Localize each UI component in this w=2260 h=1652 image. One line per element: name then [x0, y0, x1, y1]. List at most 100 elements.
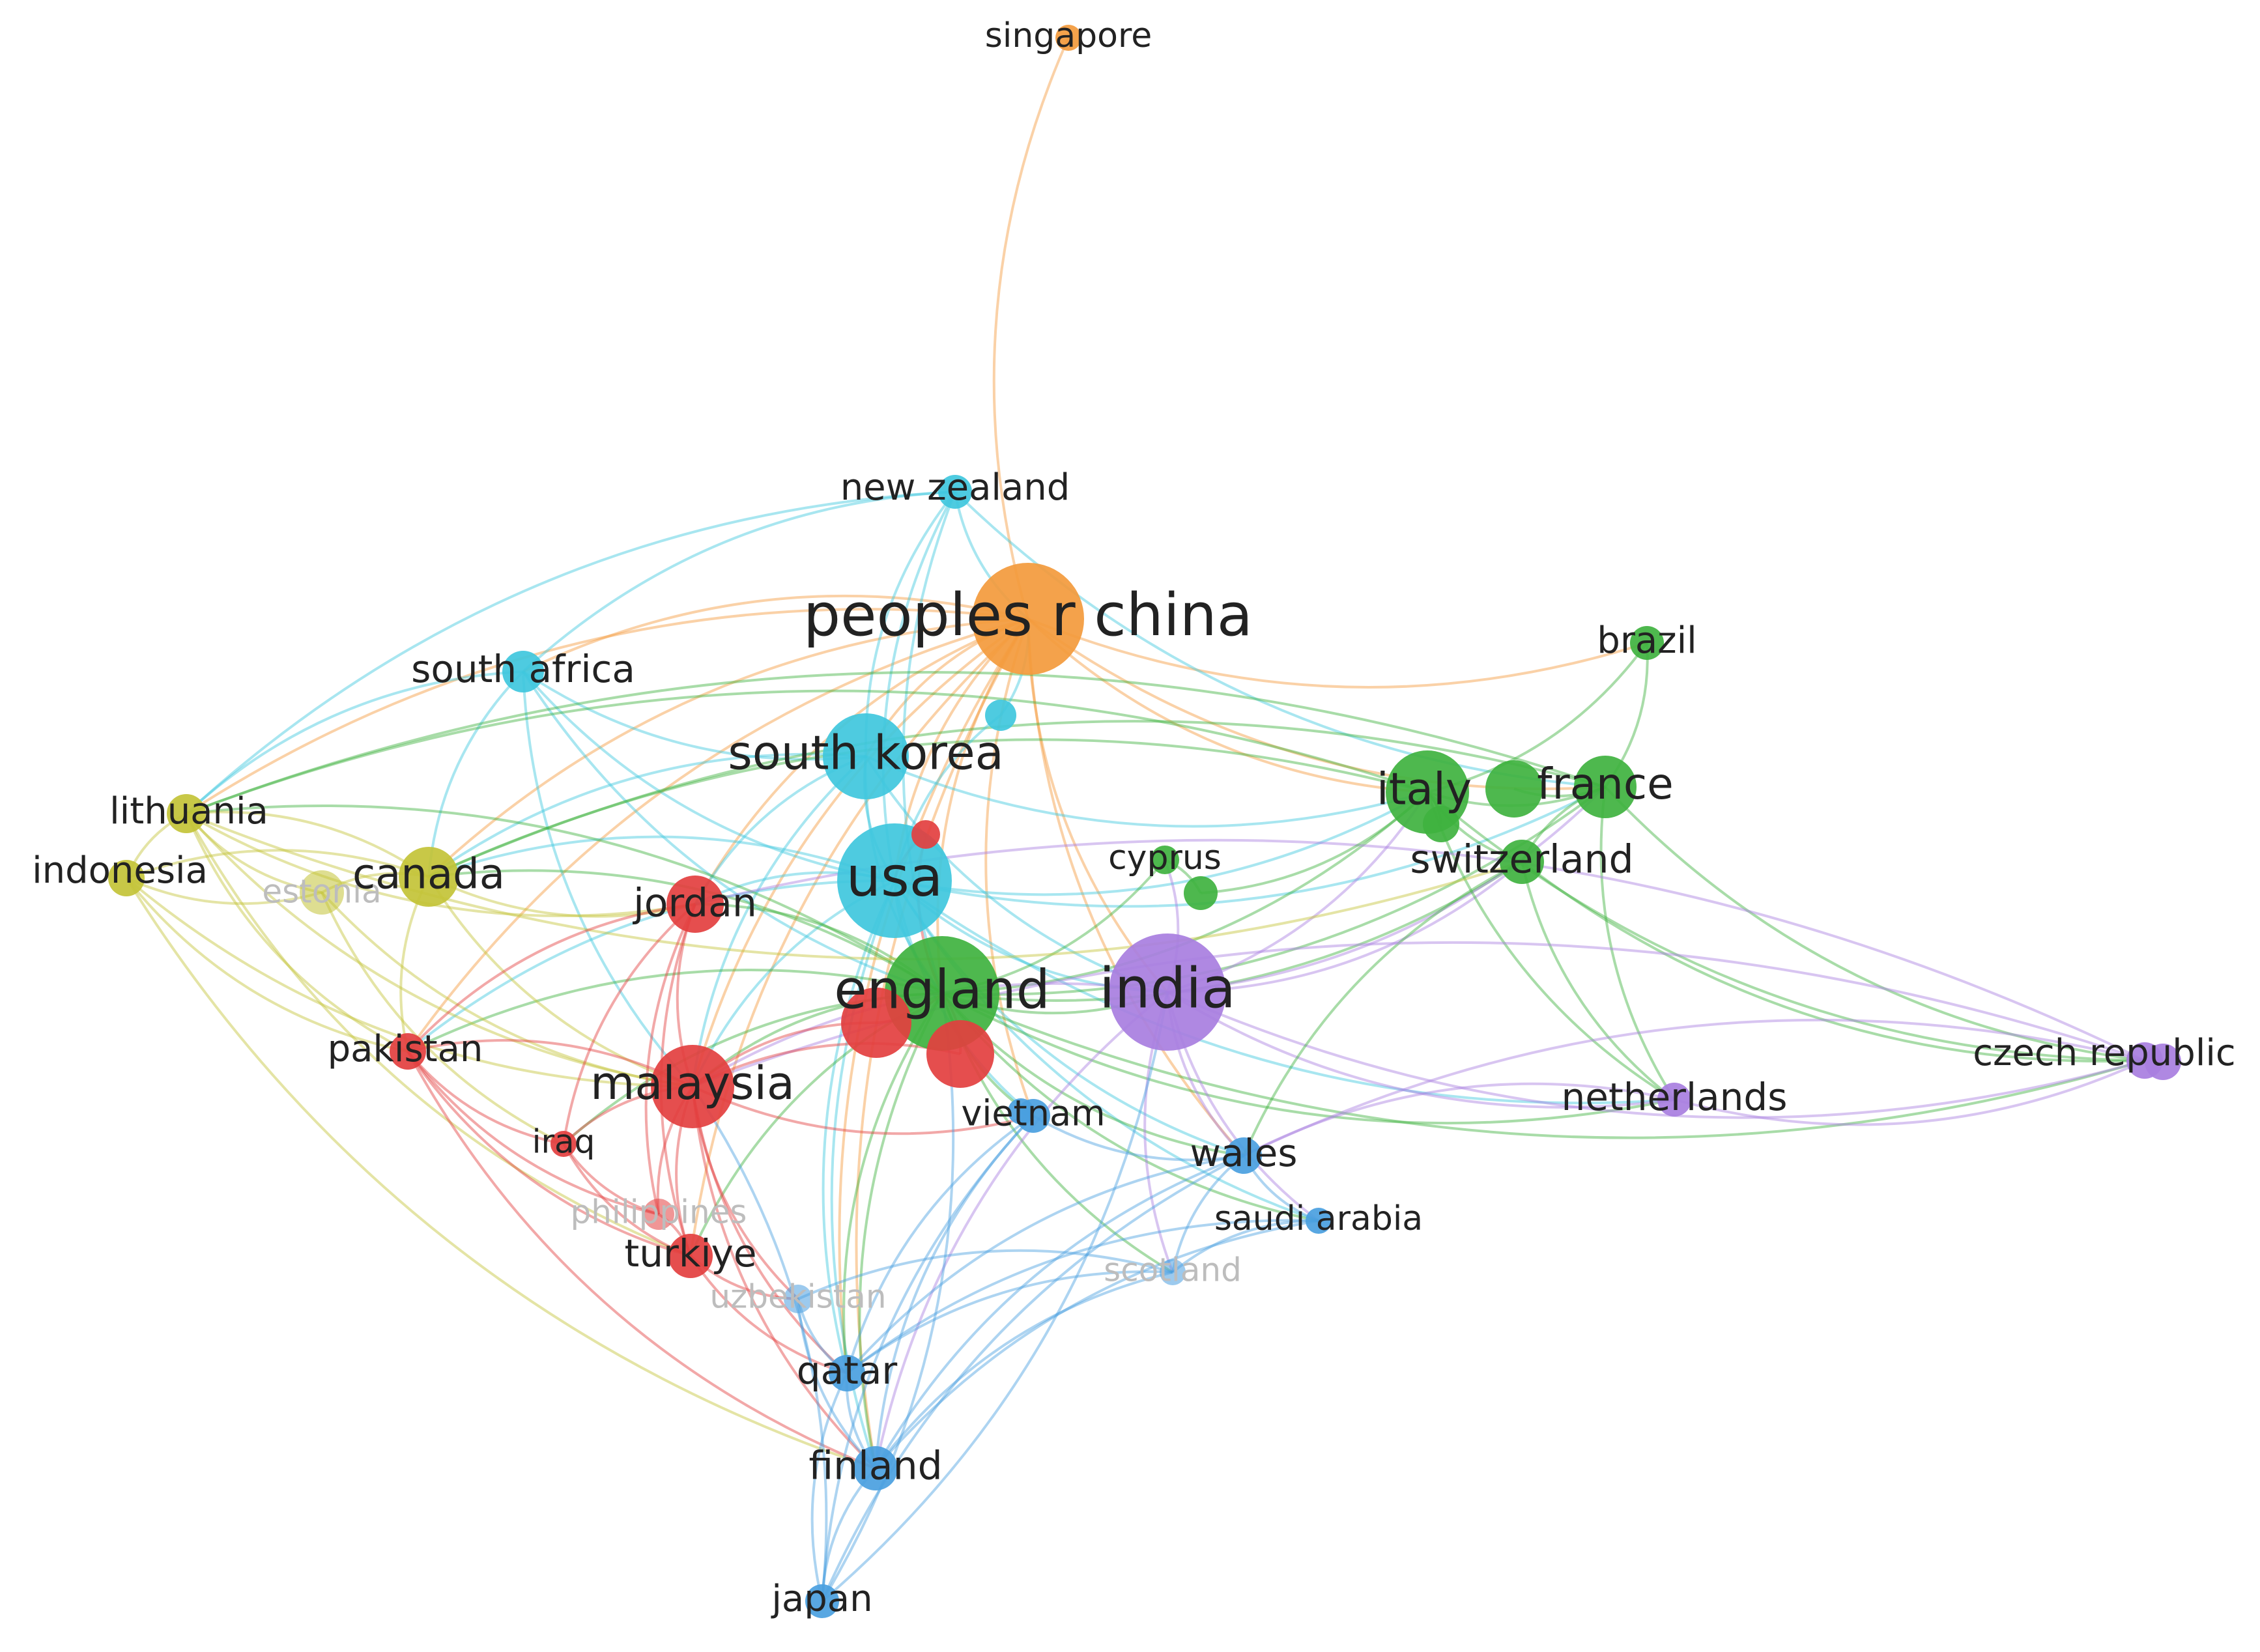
link-france-netherlands: [1599, 786, 1676, 1101]
link-usa-qatar: [822, 880, 896, 1374]
node-saudi-arabia[interactable]: [1306, 1208, 1332, 1234]
link-england-pakistan: [407, 969, 943, 1053]
node-cyprus[interactable]: [1151, 846, 1179, 874]
node-singapore[interactable]: [1055, 25, 1081, 51]
node-india[interactable]: [1109, 933, 1226, 1051]
node-lithuania[interactable]: [167, 794, 206, 833]
link-new-zealand-usa: [881, 491, 956, 881]
node-switzerland[interactable]: [1500, 840, 1544, 884]
label-qatar: qatar: [797, 1348, 898, 1393]
node-jordan[interactable]: [666, 876, 724, 933]
link-indonesia-malaysia: [125, 877, 693, 1088]
link-south-africa-canada: [427, 670, 524, 877]
node-philippines[interactable]: [643, 1199, 674, 1230]
node-usa[interactable]: [837, 823, 952, 938]
node-u-green-b[interactable]: [1423, 806, 1459, 842]
link-pakistan-finland: [407, 1051, 876, 1470]
node-brazil[interactable]: [1630, 626, 1664, 660]
node-finland[interactable]: [853, 1446, 898, 1490]
link-layer: [125, 37, 2164, 1602]
link-scotland-finland: [874, 1271, 1173, 1470]
link-malaysia-qatar: [691, 1086, 848, 1374]
link-wales-japan: [821, 1154, 1244, 1602]
link-iraq-turkiye: [562, 1143, 691, 1257]
link-malaysia-finland: [691, 1086, 877, 1470]
label-south-korea: south korea: [728, 726, 1004, 780]
link-lithuania-turkiye: [185, 813, 691, 1257]
link-peoples-r-china-wales: [1027, 618, 1245, 1157]
link-peoples-r-china-canada: [427, 618, 1029, 878]
node-turkiye[interactable]: [668, 1234, 713, 1278]
node-u-purple[interactable]: [2145, 1044, 2181, 1080]
link-jordan-iraq: [562, 903, 696, 1145]
link-india-france: [1167, 786, 1607, 993]
link-usa-canada: [428, 835, 895, 882]
link-usa-france: [894, 786, 1606, 908]
node-wales[interactable]: [1225, 1137, 1262, 1174]
link-england-czech-republic: [941, 992, 2145, 1139]
node-qatar[interactable]: [829, 1355, 865, 1391]
node-u-red-b[interactable]: [841, 988, 911, 1058]
node-estonia[interactable]: [300, 870, 344, 915]
label-uzbekistan: uzbekistan: [709, 1278, 886, 1316]
node-peoples-r-china[interactable]: [972, 563, 1084, 675]
label-peoples-r-china: peoples r china: [803, 581, 1253, 649]
link-netherlands-czech-republic: [1674, 1059, 2145, 1126]
node-malaysia[interactable]: [651, 1045, 734, 1128]
label-india: india: [1099, 956, 1236, 1021]
link-indonesia-finland: [125, 877, 876, 1470]
link-singapore-peoples-r-china: [992, 37, 1070, 620]
node-netherlands[interactable]: [1657, 1083, 1691, 1117]
link-uzbekistan-finland: [797, 1298, 877, 1470]
label-canada: canada: [352, 851, 505, 899]
link-canada-jordan: [428, 876, 696, 918]
link-pakistan-turkiye: [407, 1050, 691, 1257]
node-france[interactable]: [1574, 756, 1637, 818]
node-u-green-a[interactable]: [1184, 876, 1218, 910]
node-u-green-c[interactable]: [1485, 760, 1543, 818]
label-new-zealand: new zealand: [840, 466, 1070, 509]
label-wales: wales: [1190, 1131, 1298, 1175]
label-malaysia: malaysia: [590, 1057, 795, 1110]
link-switzerland-wales: [1242, 861, 1523, 1156]
node-pakistan[interactable]: [390, 1033, 426, 1070]
link-saudi-arabia-scotland: [1171, 1219, 1319, 1274]
label-scotland: scotland: [1104, 1251, 1242, 1289]
node-u-red-c[interactable]: [926, 1020, 994, 1088]
node-canada[interactable]: [399, 847, 459, 907]
label-czech-republic: czech republic: [1973, 1032, 2235, 1074]
label-estonia: estonia: [262, 873, 381, 911]
label-cyprus: cyprus: [1108, 838, 1222, 877]
node-uzbekistan[interactable]: [784, 1285, 812, 1313]
link-pakistan-iraq: [407, 1050, 564, 1145]
node-scotland[interactable]: [1160, 1259, 1186, 1285]
link-lithuania-switzerland: [186, 812, 1523, 961]
link-england-finland: [858, 993, 943, 1469]
node-u-blue[interactable]: [1008, 1098, 1034, 1124]
link-india-czech-republic: [1167, 991, 2145, 1119]
node-japan[interactable]: [805, 1584, 839, 1618]
link-scotland-uzbekistan: [797, 1249, 1173, 1300]
link-south-korea-canada: [427, 752, 866, 878]
label-philippines: philippines: [571, 1193, 747, 1231]
link-estonia-malaysia: [321, 891, 693, 1088]
node-indonesia[interactable]: [108, 860, 145, 896]
link-south-africa-usa: [522, 670, 895, 882]
link-usa-netherlands: [893, 879, 1675, 1105]
node-u-red-a[interactable]: [911, 820, 940, 849]
label-indonesia: indonesia: [32, 849, 208, 892]
node-south-africa[interactable]: [502, 651, 544, 692]
link-peoples-r-china-brazil: [1027, 618, 1648, 689]
node-new-zealand[interactable]: [938, 475, 972, 509]
link-vietnam-finland: [874, 1115, 1035, 1469]
label-lithuania: lithuania: [109, 790, 268, 833]
link-new-zealand-south-africa: [522, 491, 956, 673]
node-south-korea[interactable]: [823, 713, 909, 799]
node-u-cyan[interactable]: [985, 700, 1016, 731]
link-peoples-r-china-pakistan: [407, 618, 1029, 1053]
node-iraq[interactable]: [551, 1131, 577, 1157]
link-switzerland-czech-republic: [1521, 861, 2145, 1063]
label-jordan: jordan: [632, 881, 757, 926]
link-peoples-r-china-malaysia: [691, 618, 1029, 1087]
